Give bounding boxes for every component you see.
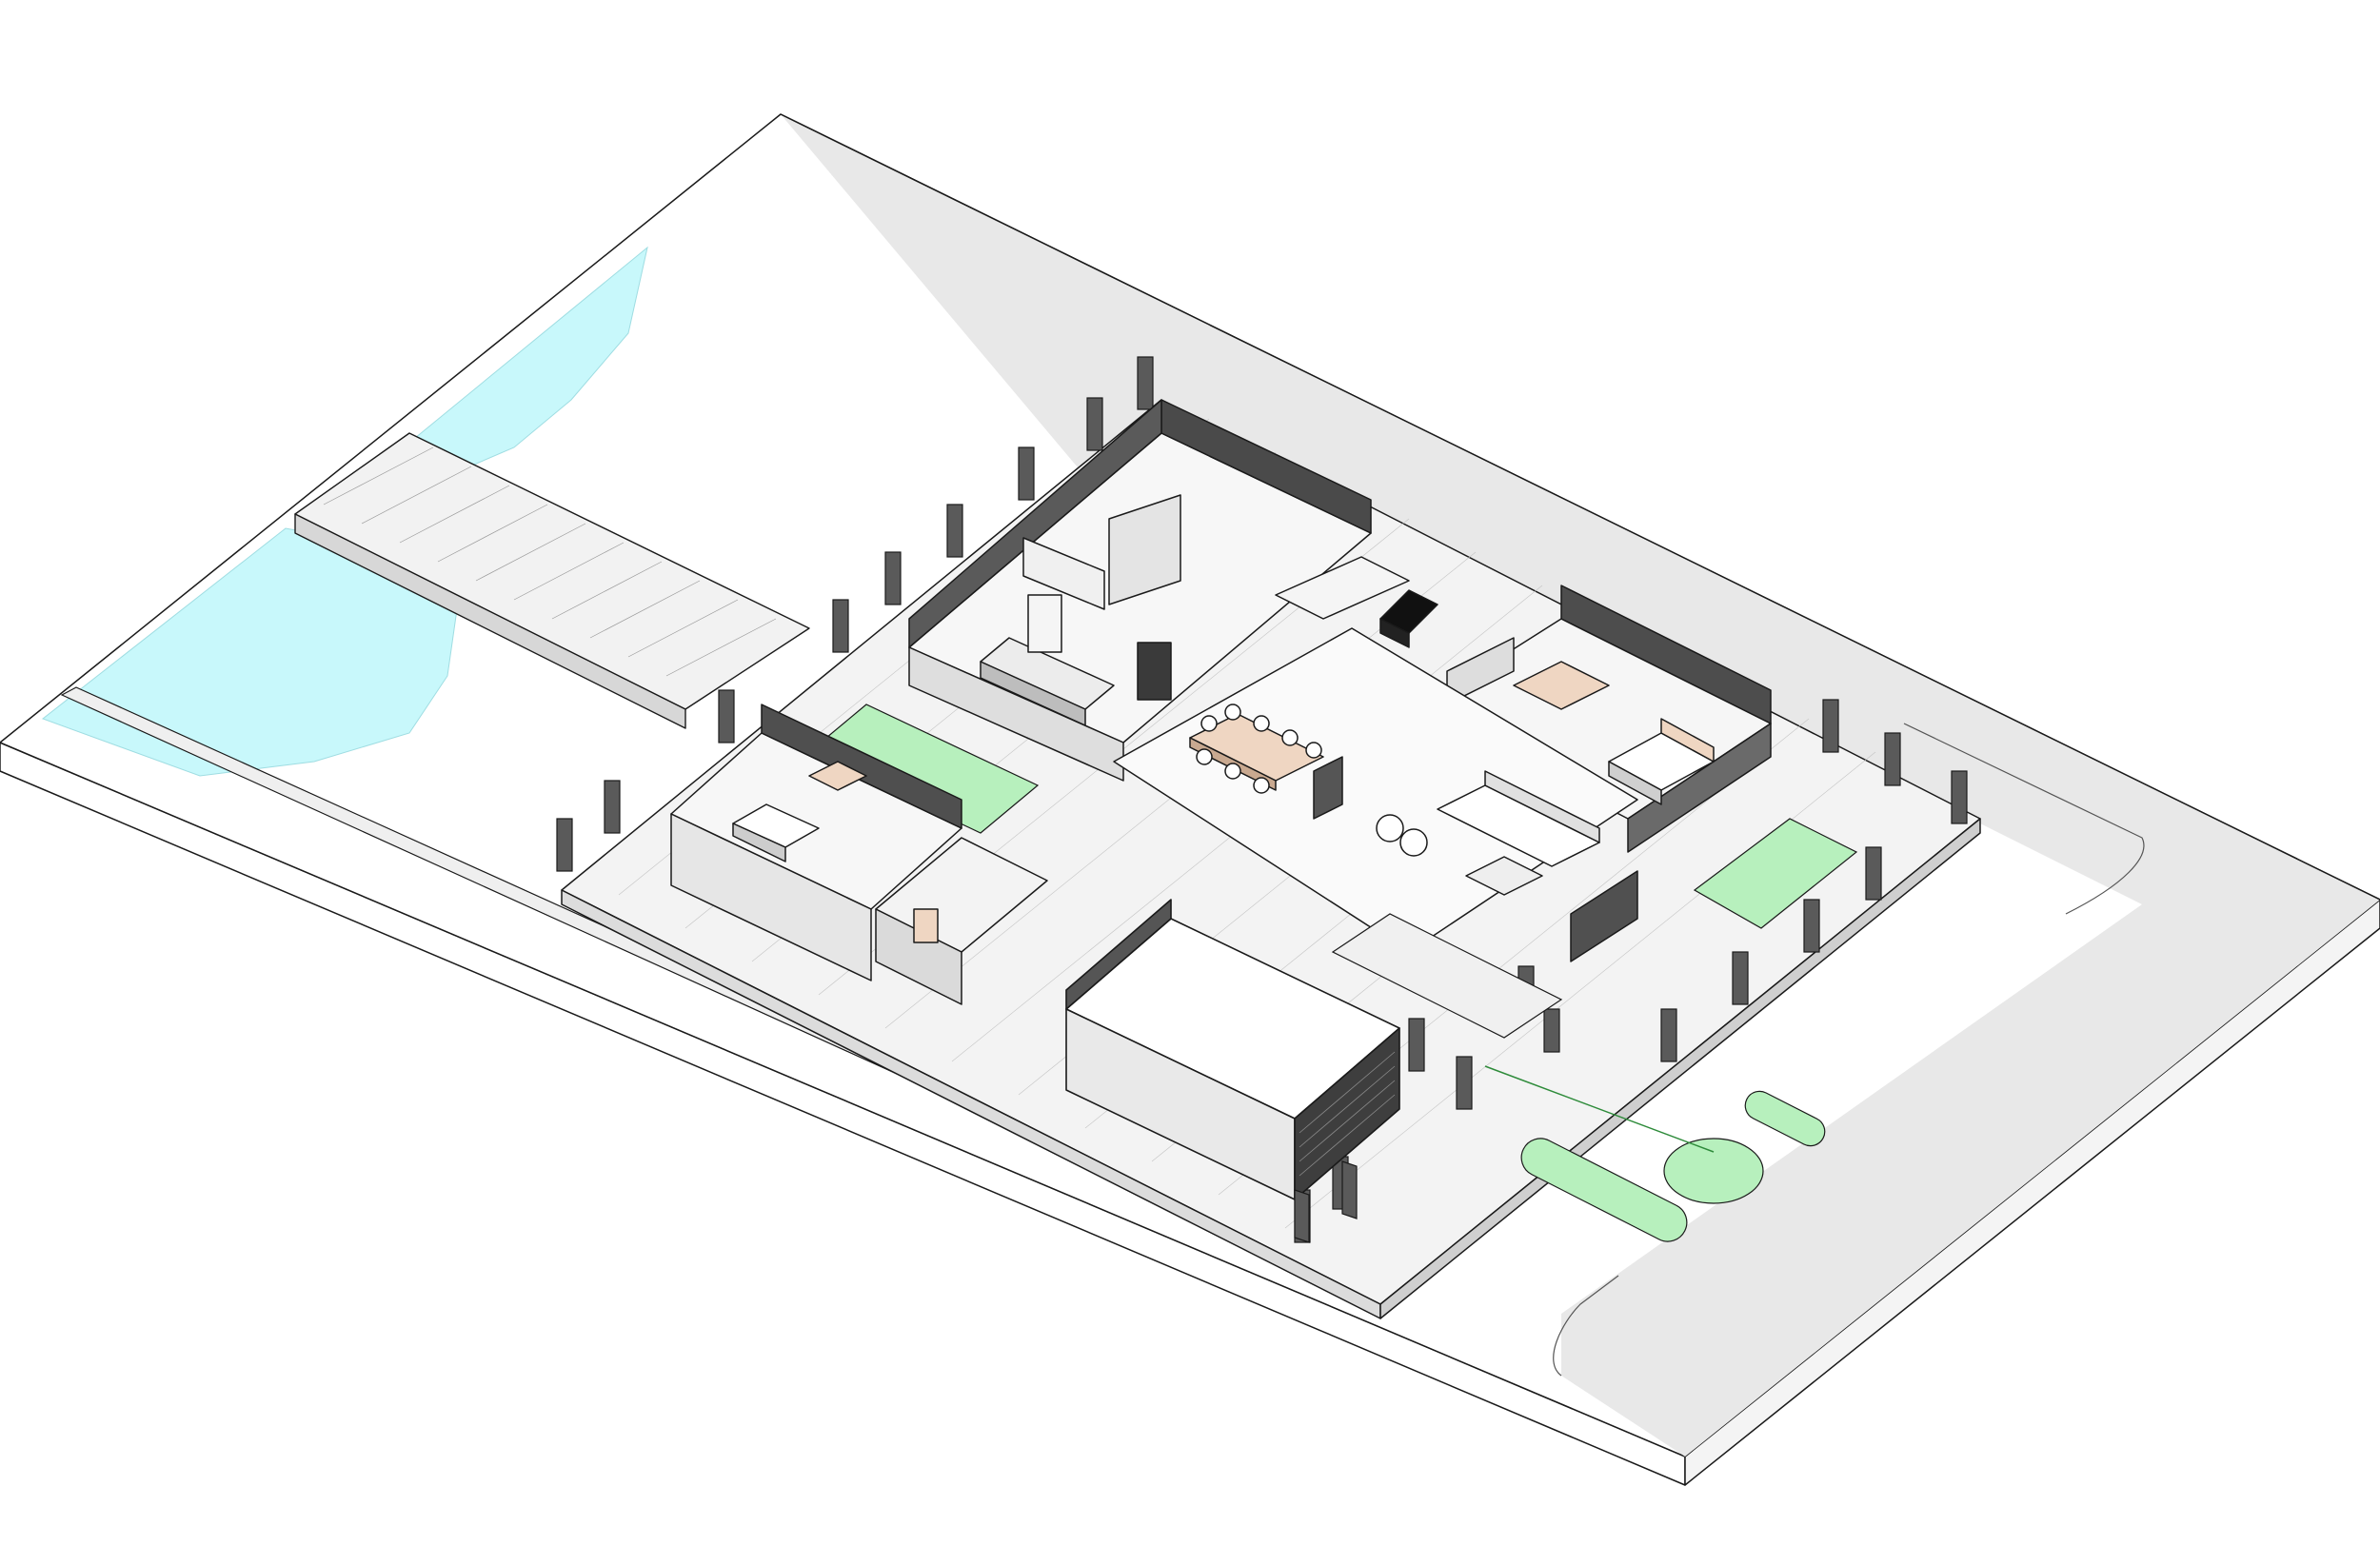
rect-shape [946, 504, 963, 558]
rect-shape [556, 818, 573, 872]
circle-shape [1253, 777, 1270, 794]
line-shape [399, 485, 510, 544]
rect-shape [1660, 1008, 1677, 1062]
side-table-1 [1376, 814, 1404, 842]
polygon-shape [1294, 1189, 1310, 1243]
gardens [807, 704, 1858, 1242]
bridge-side [294, 513, 686, 729]
line-shape [437, 504, 548, 563]
rect-shape [1865, 846, 1882, 901]
line-shape [475, 523, 586, 582]
east-wall-front [1627, 723, 1772, 853]
courtyard-east [1693, 818, 1858, 929]
garden-path [1484, 1065, 1715, 1153]
circle-shape [1224, 763, 1241, 780]
rect-shape [1018, 446, 1035, 501]
pedestrian-bridge [294, 432, 810, 729]
wardrobe [1513, 661, 1610, 710]
rect-shape [1408, 1018, 1425, 1072]
partition-2 [1108, 494, 1181, 605]
garden-pill-2 [1744, 1090, 1826, 1147]
kitchen-island-side [980, 661, 1086, 726]
rect-shape [1086, 397, 1103, 451]
west-wall-back [761, 704, 962, 829]
bed-side [1608, 761, 1662, 805]
coffee-table [1465, 856, 1543, 896]
dining-chairs [1196, 704, 1322, 794]
polygon-shape [1341, 1160, 1358, 1219]
rect-shape [1543, 1008, 1560, 1053]
central-wall-1 [1313, 756, 1343, 820]
circle-shape [1224, 704, 1241, 721]
house-east-wing [1418, 585, 1772, 853]
rect-shape [1951, 770, 1968, 824]
fireplace-side [1379, 618, 1410, 648]
line-shape [1299, 1080, 1396, 1162]
garden-circle [1663, 1138, 1764, 1204]
garden-pill-1 [1520, 1138, 1688, 1242]
vanity [913, 908, 939, 943]
line-shape [361, 466, 472, 525]
rect-shape [1456, 1056, 1473, 1110]
line-shape [627, 599, 739, 658]
line-shape [1299, 1065, 1396, 1148]
platform-right [1379, 818, 1981, 1319]
partition-1 [1022, 537, 1105, 610]
circle-shape [1281, 729, 1299, 746]
rect-shape [604, 780, 621, 834]
line-shape [513, 542, 625, 601]
rect-shape [832, 599, 849, 653]
circle-shape [1200, 715, 1218, 732]
driveway-edge-2 [1903, 723, 2145, 915]
driveway-edge-1 [1553, 1275, 1619, 1377]
line-shape [1299, 1094, 1396, 1177]
pier-row-east [1660, 699, 1968, 1062]
rect-shape [1884, 732, 1901, 786]
line-shape [665, 618, 777, 677]
rect-shape [1822, 699, 1839, 753]
oven-stack [1137, 642, 1172, 701]
garage [1065, 899, 1400, 1200]
paved-edge [780, 113, 2380, 901]
rect-shape [1732, 951, 1749, 1005]
house-west-wing [670, 704, 1048, 1005]
water-feature [41, 246, 648, 777]
entry-planters [1294, 1160, 1358, 1243]
polygon-shape [1331, 913, 1563, 1039]
house-central [1113, 627, 1638, 962]
line-shape [551, 561, 663, 620]
west-wall-front [670, 813, 872, 981]
garage-door-lines [1299, 1051, 1396, 1177]
entry-walkway [1331, 913, 1563, 1039]
house-north-wing [908, 399, 1438, 782]
bed-west-side [732, 823, 786, 862]
circle-shape [1305, 742, 1322, 759]
bathroom-unit [1275, 556, 1410, 620]
north-wall-west [908, 399, 1162, 648]
sofa-back [1484, 770, 1600, 843]
rect-shape [1137, 356, 1154, 410]
fridge [1027, 594, 1062, 653]
rect-shape [718, 689, 735, 743]
pier-row-north [556, 356, 1154, 872]
line-shape [589, 580, 701, 639]
east-wall-back [1560, 585, 1772, 724]
garage-back [1065, 899, 1172, 1010]
line-shape [1299, 1051, 1396, 1134]
rect-shape [884, 551, 902, 605]
side-table-2 [1399, 828, 1428, 857]
line-shape [323, 446, 434, 505]
west-joinery [808, 761, 867, 791]
central-wall-2 [1570, 870, 1638, 962]
bridge-slats [323, 446, 777, 677]
circle-shape [1196, 748, 1213, 765]
rect-shape [1803, 899, 1820, 953]
circle-shape [1253, 715, 1270, 732]
bed-headboard [1660, 718, 1715, 763]
garage-right-face [1294, 1027, 1400, 1200]
